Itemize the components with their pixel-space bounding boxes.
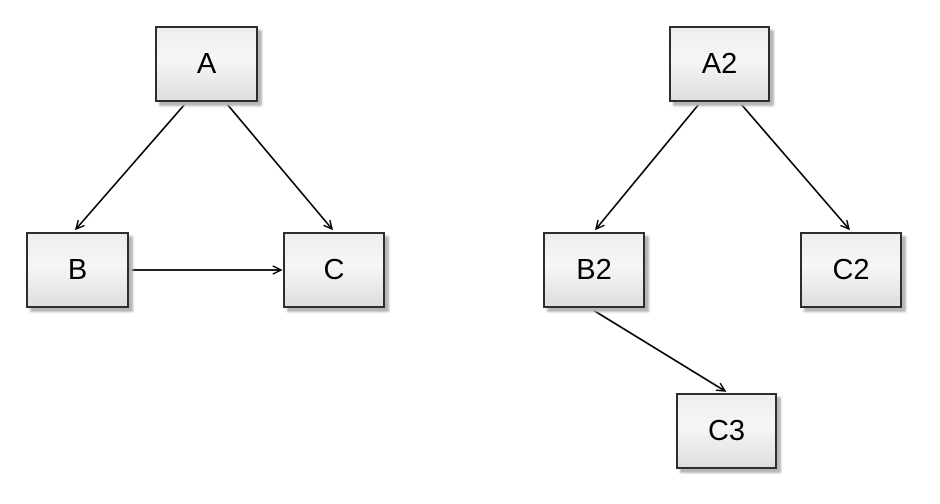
node-c3-label: C3 xyxy=(707,414,746,447)
edge-a-to-c[interactable] xyxy=(226,103,334,231)
node-b-label: B xyxy=(67,253,88,286)
node-b2[interactable]: B2 xyxy=(543,232,645,308)
edge-a-to-b[interactable] xyxy=(74,103,186,231)
node-a-label: A xyxy=(196,47,217,80)
node-c-label: C xyxy=(323,253,345,286)
node-a2-label: A2 xyxy=(701,47,738,80)
node-c2-label: C2 xyxy=(832,253,870,286)
node-c2[interactable]: C2 xyxy=(800,232,902,308)
edge-a2-to-c2[interactable] xyxy=(740,103,851,231)
node-a[interactable]: A xyxy=(155,26,258,102)
edge-a2-to-b2[interactable] xyxy=(594,103,700,231)
node-b2-label: B2 xyxy=(576,253,612,286)
edge-b2-to-c3[interactable] xyxy=(592,309,727,392)
node-c[interactable]: C xyxy=(283,232,385,308)
node-a2[interactable]: A2 xyxy=(669,26,770,102)
node-b[interactable]: B xyxy=(26,232,129,308)
node-c3[interactable]: C3 xyxy=(676,393,777,469)
